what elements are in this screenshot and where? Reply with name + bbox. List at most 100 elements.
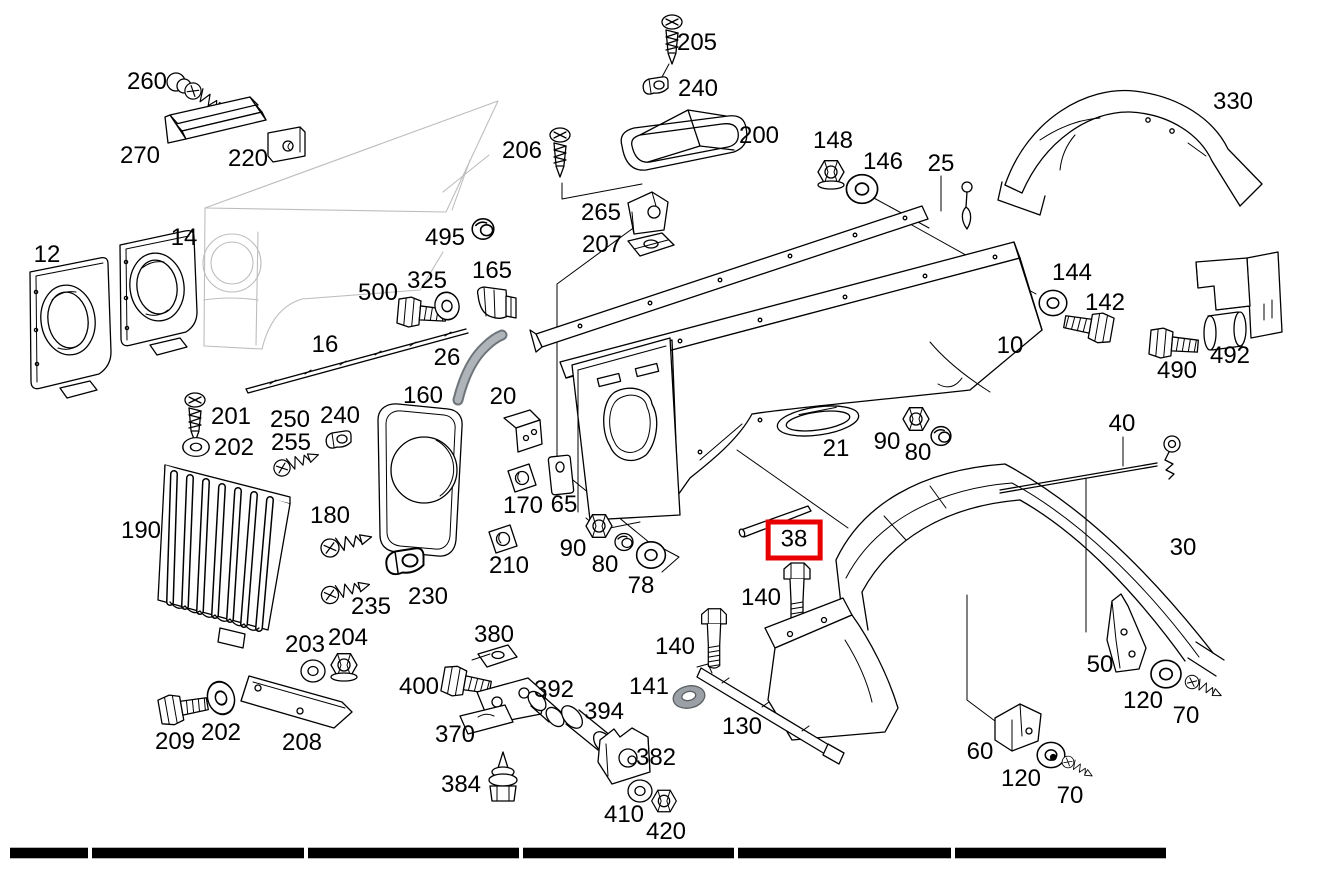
part-label-200[interactable]: 200 [738, 122, 780, 149]
part-label-16[interactable]: 16 [311, 331, 339, 358]
part-label-206[interactable]: 206 [501, 137, 543, 164]
part-label-60[interactable]: 60 [966, 738, 994, 765]
part-label-203[interactable]: 203 [284, 631, 326, 658]
part-label-240-mid[interactable]: 240 [319, 402, 361, 429]
part-label-65[interactable]: 65 [550, 491, 578, 518]
part-label-202-top[interactable]: 202 [213, 434, 255, 461]
part-label-141[interactable]: 141 [628, 673, 670, 700]
part-label-140-left[interactable]: 140 [654, 633, 696, 660]
part-drawing-bracket-208 [240, 675, 353, 729]
part-label-410[interactable]: 410 [603, 801, 645, 828]
part-label-78[interactable]: 78 [627, 572, 655, 599]
part-label-250[interactable]: 250 [269, 406, 311, 433]
part-label-500[interactable]: 500 [357, 279, 399, 306]
part-label-235[interactable]: 235 [350, 593, 392, 620]
part-label-270[interactable]: 270 [119, 142, 161, 169]
part-drawing-molding-strip-top [529, 205, 929, 353]
part-drawing-tube-26 [452, 329, 508, 406]
part-label-260[interactable]: 260 [126, 68, 168, 95]
part-label-148[interactable]: 148 [812, 127, 854, 154]
part-label-190[interactable]: 190 [120, 517, 162, 544]
part-label-400[interactable]: 400 [398, 673, 440, 700]
part-label-392[interactable]: 392 [533, 676, 575, 703]
part-drawing-lower-fender-piece [764, 597, 899, 741]
part-label-325[interactable]: 325 [406, 267, 448, 294]
part-drawing-grille-guard-190 [157, 464, 291, 649]
part-drawing-vent-270 [164, 96, 267, 144]
part-label-142[interactable]: 142 [1084, 289, 1126, 316]
part-label-255[interactable]: 255 [270, 429, 312, 456]
part-drawing-gasket-21 [776, 405, 860, 437]
part-label-495[interactable]: 495 [424, 224, 466, 251]
part-label-38[interactable]: 38 [765, 519, 823, 561]
part-drawing-clip-207 [627, 232, 675, 257]
part-drawing-panel-12 [29, 256, 112, 399]
part-drawing-plate-65 [547, 454, 575, 496]
part-label-210[interactable]: 210 [488, 552, 530, 579]
part-label-21[interactable]: 21 [822, 435, 850, 462]
part-drawing-bracket-20 [503, 409, 543, 453]
part-label-220[interactable]: 220 [227, 145, 269, 172]
part-label-146[interactable]: 146 [862, 148, 904, 175]
part-label-40[interactable]: 40 [1108, 410, 1136, 437]
part-label-120-left[interactable]: 120 [1000, 765, 1042, 792]
part-label-14[interactable]: 14 [170, 224, 198, 251]
part-label-10[interactable]: 10 [996, 332, 1024, 359]
part-label-208[interactable]: 208 [281, 729, 323, 756]
part-label-370[interactable]: 370 [434, 721, 476, 748]
part-label-80-left[interactable]: 80 [591, 551, 619, 578]
part-label-165[interactable]: 165 [471, 257, 513, 284]
part-label-492[interactable]: 492 [1209, 342, 1251, 369]
part-drawing-rod-key-40 [999, 435, 1181, 494]
part-drawing-strip-130 [696, 663, 845, 765]
part-label-330[interactable]: 330 [1212, 88, 1254, 115]
part-label-207[interactable]: 207 [581, 231, 623, 258]
part-label-265[interactable]: 265 [580, 199, 622, 226]
part-label-26[interactable]: 26 [433, 344, 461, 371]
part-drawing-pin-25 [961, 181, 973, 230]
part-label-180[interactable]: 180 [309, 502, 351, 529]
part-drawing-wheelhouse-liner-330 [997, 89, 1263, 216]
part-drawing-mount-bracket-492 [1195, 251, 1283, 339]
part-label-140-right[interactable]: 140 [740, 584, 782, 611]
part-label-170[interactable]: 170 [502, 492, 544, 519]
part-drawing-strip-16 [245, 328, 469, 394]
part-label-70-right[interactable]: 70 [1172, 702, 1200, 729]
part-label-201[interactable]: 201 [210, 403, 252, 430]
part-label-205[interactable]: 205 [676, 29, 718, 56]
part-drawing-nut-204 [330, 653, 358, 682]
part-label-204[interactable]: 204 [327, 624, 369, 651]
part-label-144[interactable]: 144 [1051, 259, 1093, 286]
part-label-394[interactable]: 394 [583, 698, 625, 725]
part-label-90-right[interactable]: 90 [873, 428, 901, 455]
part-label-12[interactable]: 12 [33, 241, 61, 268]
part-label-420[interactable]: 420 [645, 818, 687, 845]
part-label-20[interactable]: 20 [489, 383, 517, 410]
part-label-90-left[interactable]: 90 [559, 535, 587, 562]
part-label-202-bottom[interactable]: 202 [200, 719, 242, 746]
part-label-382[interactable]: 382 [635, 744, 677, 771]
part-label-70-left[interactable]: 70 [1056, 782, 1084, 809]
part-label-230[interactable]: 230 [407, 583, 449, 610]
part-label-25[interactable]: 25 [927, 150, 955, 177]
part-label-384[interactable]: 384 [440, 771, 482, 798]
part-label-209[interactable]: 209 [154, 728, 196, 755]
part-drawing-sleeve-492 [1203, 311, 1247, 351]
part-label-50[interactable]: 50 [1086, 651, 1114, 678]
part-drawing-handle-200 [620, 109, 748, 171]
part-label-380[interactable]: 380 [473, 621, 515, 648]
part-label-160[interactable]: 160 [402, 382, 444, 409]
part-label-80-right[interactable]: 80 [904, 439, 932, 466]
part-label-120-right[interactable]: 120 [1122, 687, 1164, 714]
part-label-240-top[interactable]: 240 [677, 75, 719, 102]
part-drawing-screw-260 [166, 72, 231, 119]
part-label-30[interactable]: 30 [1169, 534, 1197, 561]
part-drawing-washer-120-left [1036, 741, 1066, 769]
part-drawing-nut-148 [817, 160, 845, 190]
part-label-130[interactable]: 130 [721, 713, 763, 740]
scale-bar-segment-divider [734, 847, 738, 859]
part-label-490[interactable]: 490 [1156, 357, 1198, 384]
scale-bar-segment-divider [951, 847, 955, 859]
